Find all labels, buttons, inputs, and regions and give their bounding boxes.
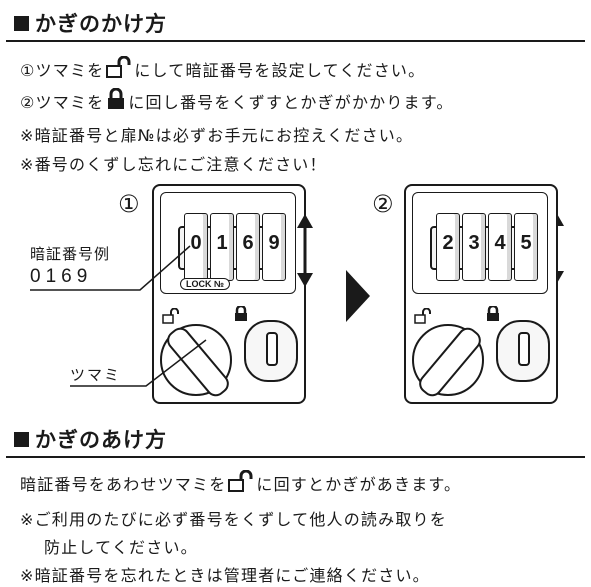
step-2-line: ②ツマミを に回し番号をくずすとかぎがかかります。 (20, 87, 454, 114)
dial-digit: 3 (468, 232, 480, 254)
step-1-marker: ① (118, 190, 140, 218)
unlocked-padlock-icon (414, 307, 432, 328)
dial-digit: 9 (268, 232, 280, 254)
number-dial: 4 (488, 213, 512, 281)
dial-digit: 6 (242, 232, 254, 254)
dial-digit: 5 (520, 232, 532, 254)
dial-digit: 2 (442, 232, 454, 254)
lock-unit-step-1: 0 1 6 9 LOCK № (152, 184, 306, 404)
number-dial: 2 (436, 213, 460, 281)
step-text-prefix: ②ツマミを (20, 93, 105, 112)
example-label: 暗証番号例 (30, 245, 111, 263)
knob[interactable] (160, 323, 233, 401)
unlock-line-1: 暗証番号をあわせツマミを に回すとかぎがあきます。 (20, 469, 462, 496)
heading-title: かぎのかけ方 (35, 12, 167, 36)
heading-rule (6, 456, 585, 458)
unlocked-padlock-icon (228, 469, 254, 496)
heading-square-icon (14, 431, 29, 447)
note-line: ※番号のくずし忘れにご注意ください！ (20, 155, 327, 174)
note-line: ※暗証番号と扉№は必ずお手元にお控えください。 (20, 126, 414, 145)
unlock-text-suffix: に回すとかぎがあきます。 (256, 475, 462, 494)
section-heading-lock: かぎのかけ方 (14, 8, 167, 38)
key-cylinder (244, 320, 298, 382)
unlock-text-prefix: 暗証番号をあわせツマミを (20, 475, 227, 494)
heading-square-icon (14, 15, 29, 31)
dial-digit: 1 (216, 232, 228, 254)
number-dial: 3 (462, 213, 486, 281)
knob[interactable] (412, 323, 485, 401)
number-dial: 1 (210, 213, 234, 281)
section-heading-unlock: かぎのあけ方 (14, 424, 167, 454)
lock-unit-step-2: 2 3 4 5 (404, 184, 558, 404)
step-1-line: ①ツマミを にして暗証番号を設定してください。 (20, 55, 426, 82)
dial-digit: 4 (494, 232, 506, 254)
heading-rule (6, 40, 585, 42)
heading-title: かぎのあけ方 (35, 428, 167, 452)
step-text-prefix: ①ツマミを (20, 61, 105, 80)
step-text-suffix: に回し番号をくずすとかぎがかかります。 (128, 93, 454, 112)
key-slot (266, 332, 278, 366)
locked-padlock-icon (486, 304, 500, 326)
number-dial: 5 (514, 213, 538, 281)
example-code: 0169 (30, 266, 93, 287)
number-dial: 9 (262, 213, 286, 281)
display-bezel (412, 192, 548, 294)
dial-digit: 0 (190, 232, 202, 254)
locked-padlock-icon (234, 304, 248, 326)
unlock-note-line: 防止してください。 (44, 538, 198, 557)
display-bezel (160, 192, 296, 294)
key-cylinder (496, 320, 550, 382)
step-2-marker: ② (372, 190, 394, 218)
knob-grip (415, 323, 485, 401)
unlocked-padlock-icon (162, 307, 180, 328)
key-slot (518, 332, 530, 366)
unlock-note-line: ※暗証番号を忘れたときは管理者にご連絡ください。 (20, 566, 430, 585)
lock-badge: LOCK № (180, 278, 231, 290)
knob-label: ツマミ (70, 366, 122, 384)
unlocked-padlock-icon (106, 55, 132, 82)
unlock-note-line: ※ご利用のたびに必ず番号をくずして他人の読み取りを (20, 510, 447, 529)
step-text-suffix: にして暗証番号を設定してください。 (134, 61, 426, 80)
locked-padlock-icon (106, 87, 126, 114)
number-dial: 6 (236, 213, 260, 281)
